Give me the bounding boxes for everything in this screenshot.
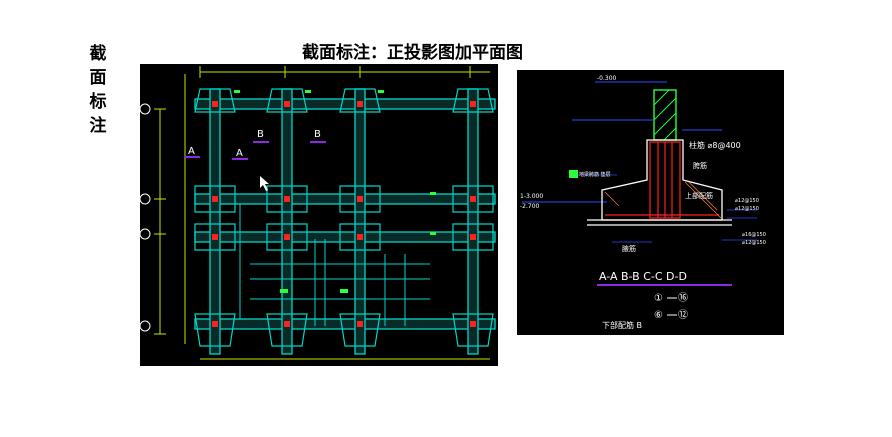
leader-lines <box>572 174 757 243</box>
elevation-left-1: 1-3.000 <box>520 193 543 200</box>
section-label-b2: B <box>314 129 321 140</box>
side-label-char: 面 <box>89 68 107 88</box>
footing-section-svg: -0.300 1-3.000 -2.700 <box>520 75 766 330</box>
range-1-end: ⑯ <box>678 292 688 304</box>
range-1: ① ⑯ <box>654 292 688 304</box>
bottom-label: 下部配筋 B <box>602 320 642 330</box>
footing-pads <box>194 88 494 347</box>
dimension-lines <box>154 66 490 360</box>
inner-grid <box>239 204 430 326</box>
cuts-label: A-A B-B C-C D-D <box>599 270 687 283</box>
section-label-b1: B <box>257 129 264 140</box>
cursor-icon <box>260 176 269 191</box>
rebar-cage <box>605 141 719 219</box>
side-label: 截 面 标 注 <box>86 42 110 138</box>
axis-bubbles <box>140 103 151 332</box>
side-label-char: 标 <box>89 92 107 112</box>
annotation-marks <box>234 90 436 293</box>
foundation-plan-svg: A A B B <box>140 66 496 360</box>
note-marker <box>569 170 578 178</box>
bottom-bar-label: 腋筋 <box>622 244 636 253</box>
section-label-a1: A <box>188 146 195 157</box>
rebar-r4: ⌀12@150 <box>742 240 766 246</box>
rebar-mid-label: 胯筋 <box>693 161 707 170</box>
elevation-top: -0.300 <box>597 75 617 82</box>
side-label-char: 截 <box>89 44 107 64</box>
elevation-left-2: -2.700 <box>520 203 540 210</box>
section-labels: A A B B <box>184 129 326 160</box>
side-label-char: 注 <box>89 116 107 136</box>
foundation-plan-image: A A B B <box>140 64 498 366</box>
section-label-a2: A <box>236 148 243 159</box>
note-label: 地梁胯筋 垫层 <box>579 171 611 178</box>
range-2: ⑥ ⑫ <box>654 309 688 321</box>
column-hatch <box>653 89 677 141</box>
range-2-end: ⑫ <box>678 309 688 321</box>
horizontal-beams <box>194 98 496 330</box>
footing-body <box>587 139 732 226</box>
rebar-r1: ⌀12@150 <box>735 198 759 204</box>
footing-section-image: -0.300 1-3.000 -2.700 <box>517 70 784 335</box>
footing-hatch <box>604 181 722 219</box>
elevation-lines <box>522 81 722 203</box>
rebar-r3: ⌀16@150 <box>742 232 766 238</box>
columns <box>212 101 476 327</box>
range-1-start: ① <box>654 293 663 304</box>
range-2-start: ⑥ <box>654 310 663 321</box>
rebar-right-label: 上部配筋 <box>685 191 713 200</box>
rebar-r2: ⌀12@150 <box>735 206 759 212</box>
page-title: 截面标注：正投影图加平面图 <box>302 43 523 63</box>
rebar-top-label: 柱筋 ⌀8@400 <box>689 140 741 150</box>
